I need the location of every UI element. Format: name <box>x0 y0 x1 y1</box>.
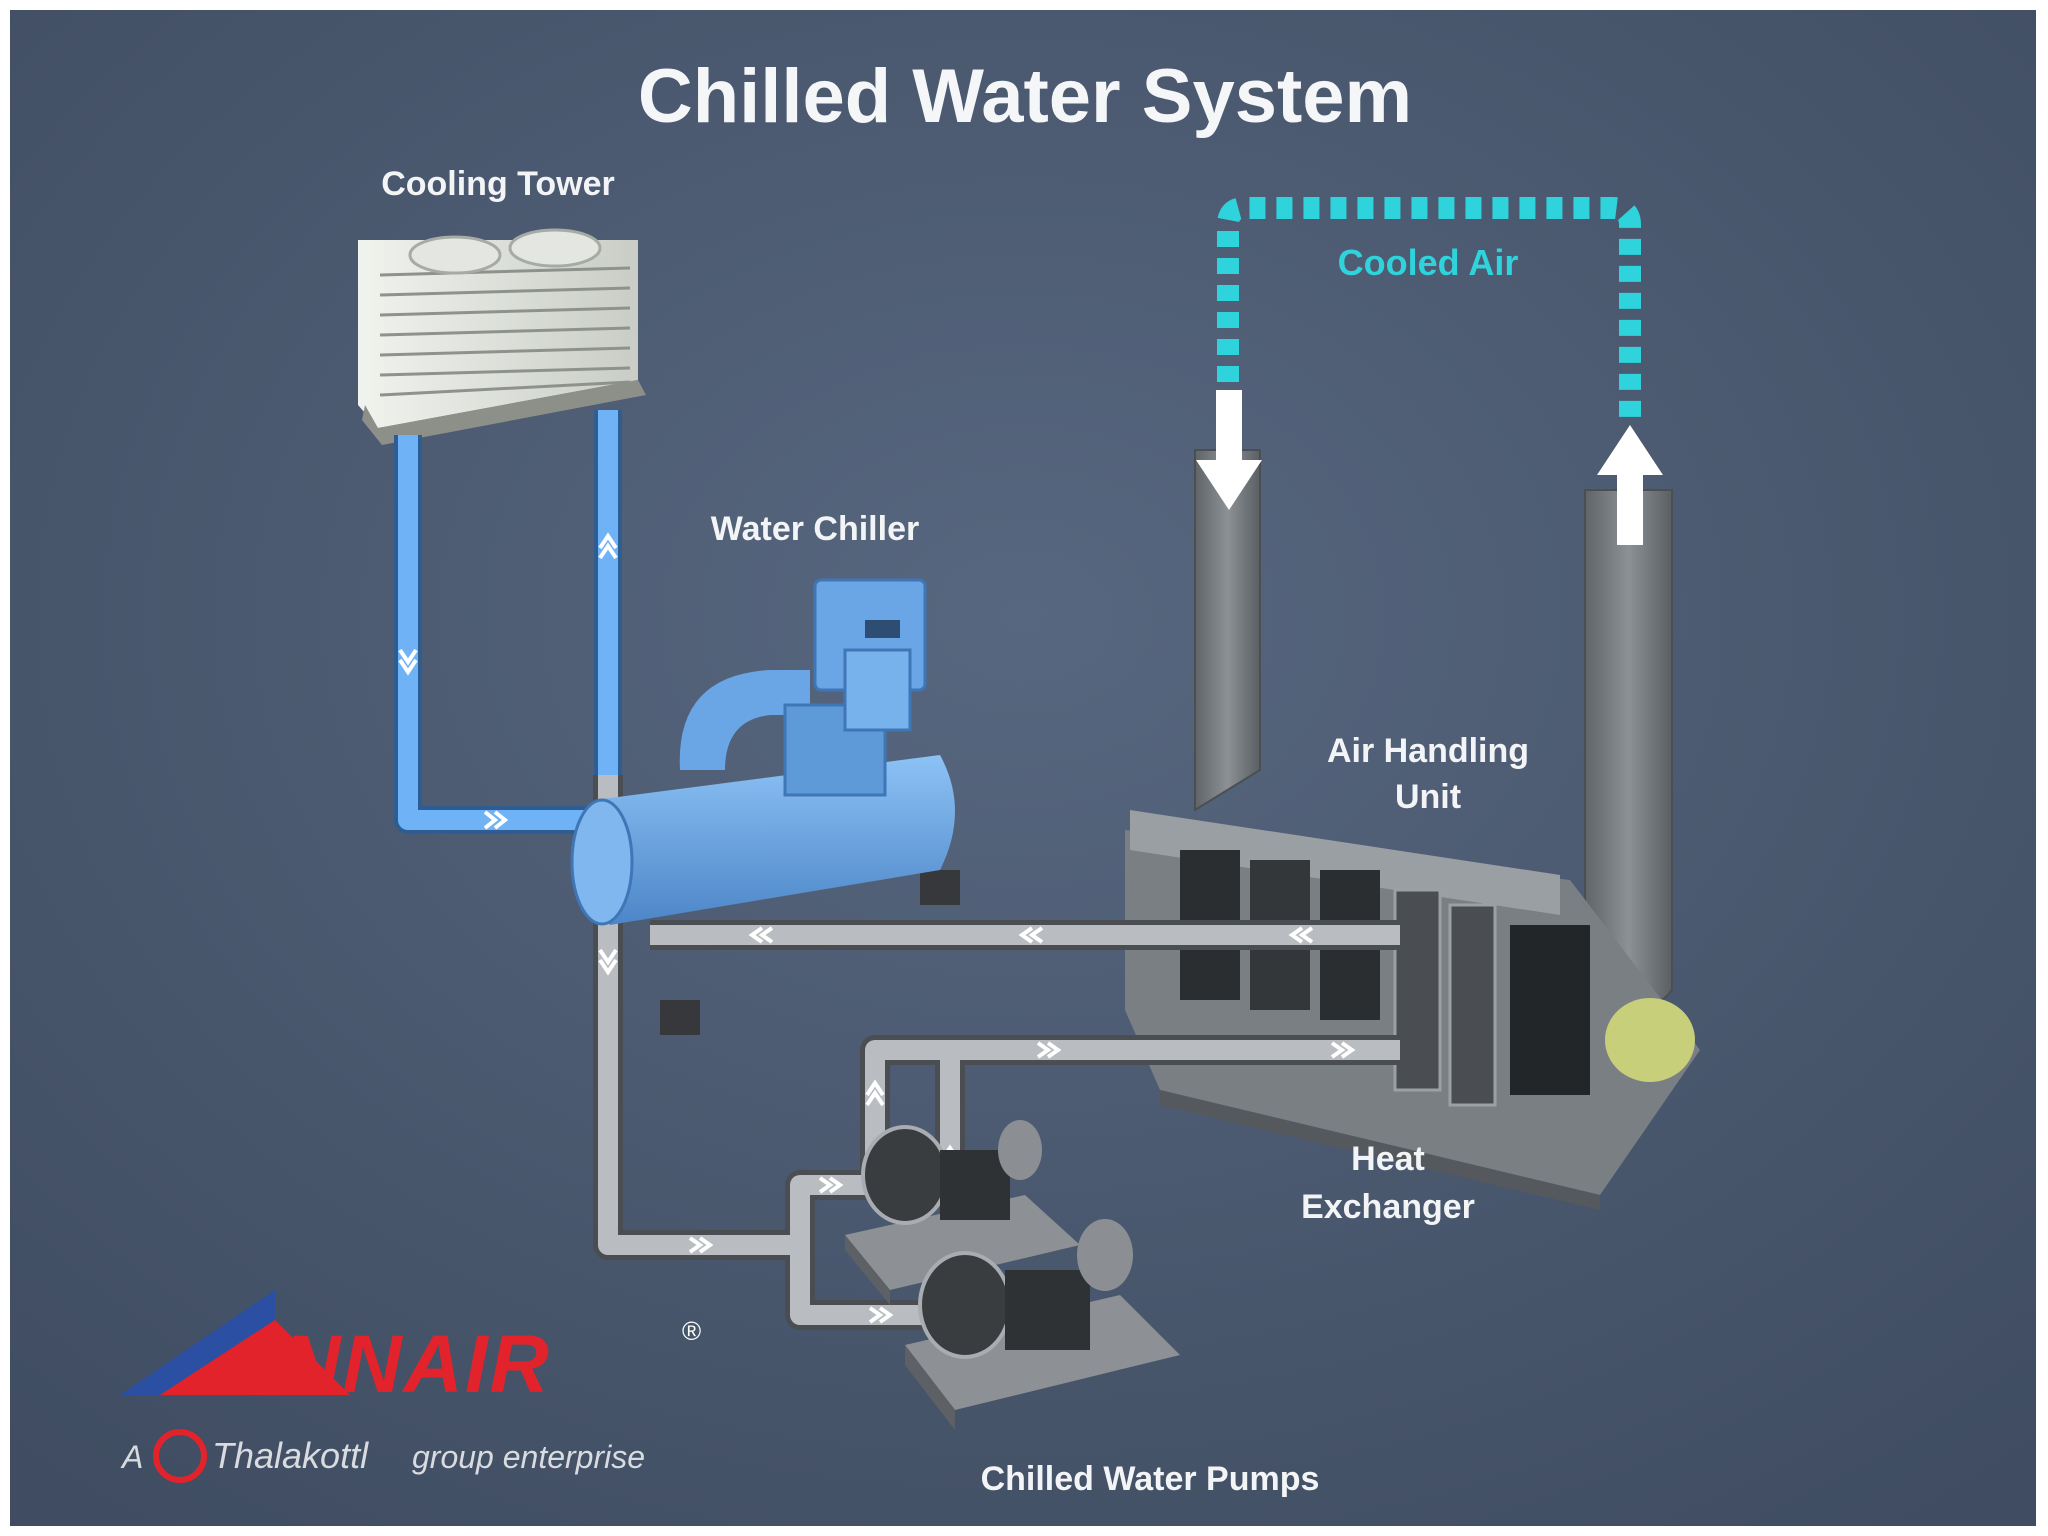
condenser-flow-arrows <box>398 532 618 830</box>
diagram-title: Chilled Water System <box>638 54 1412 139</box>
chilled-water-pumps-label: Chilled Water Pumps <box>981 1460 1320 1498</box>
diagram-stage: Chilled Water System Cooled Air Air Hand… <box>10 10 2036 1526</box>
cooling-tower <box>358 228 646 445</box>
logo-tagline-suffix: group enterprise <box>412 1439 645 1475</box>
air-handling-unit-label-1: Air Handling <box>1327 732 1529 770</box>
cooled-air-label: Cooled Air <box>1338 242 1519 283</box>
water-chiller-label: Water Chiller <box>711 510 919 548</box>
heat-exchanger-label-2: Exchanger <box>1301 1188 1475 1226</box>
heat-exchanger-label-1: Heat <box>1351 1140 1425 1178</box>
air-up-arrow-icon <box>1597 425 1663 545</box>
cooling-tower-label: Cooling Tower <box>381 165 615 203</box>
thalakottl-mark-icon <box>153 1429 207 1483</box>
logo-tagline-group: Thalakottl <box>212 1435 369 1476</box>
logo-brand: ANNAIR <box>218 1319 551 1410</box>
condenser-water-loop <box>398 410 618 830</box>
annair-logo: ANNAIR ® A Thalakottl group enterprise <box>120 1290 701 1483</box>
logo-tagline-prefix: A <box>120 1439 143 1475</box>
logo-mark-icon <box>120 1290 275 1395</box>
chilled-water-pump-2 <box>905 1219 1180 1430</box>
logo-registered-mark: ® <box>682 1316 701 1346</box>
chilled-water-diagram: Chilled Water System Cooled Air Air Hand… <box>10 10 2036 1526</box>
water-chiller <box>570 578 960 1035</box>
chilled-water-pump-1 <box>845 1120 1080 1305</box>
fan-motor <box>1605 998 1695 1082</box>
air-down-arrow-icon <box>1196 390 1262 510</box>
air-handling-unit-label-2: Unit <box>1395 778 1461 816</box>
cooled-air-loop <box>1217 197 1641 420</box>
